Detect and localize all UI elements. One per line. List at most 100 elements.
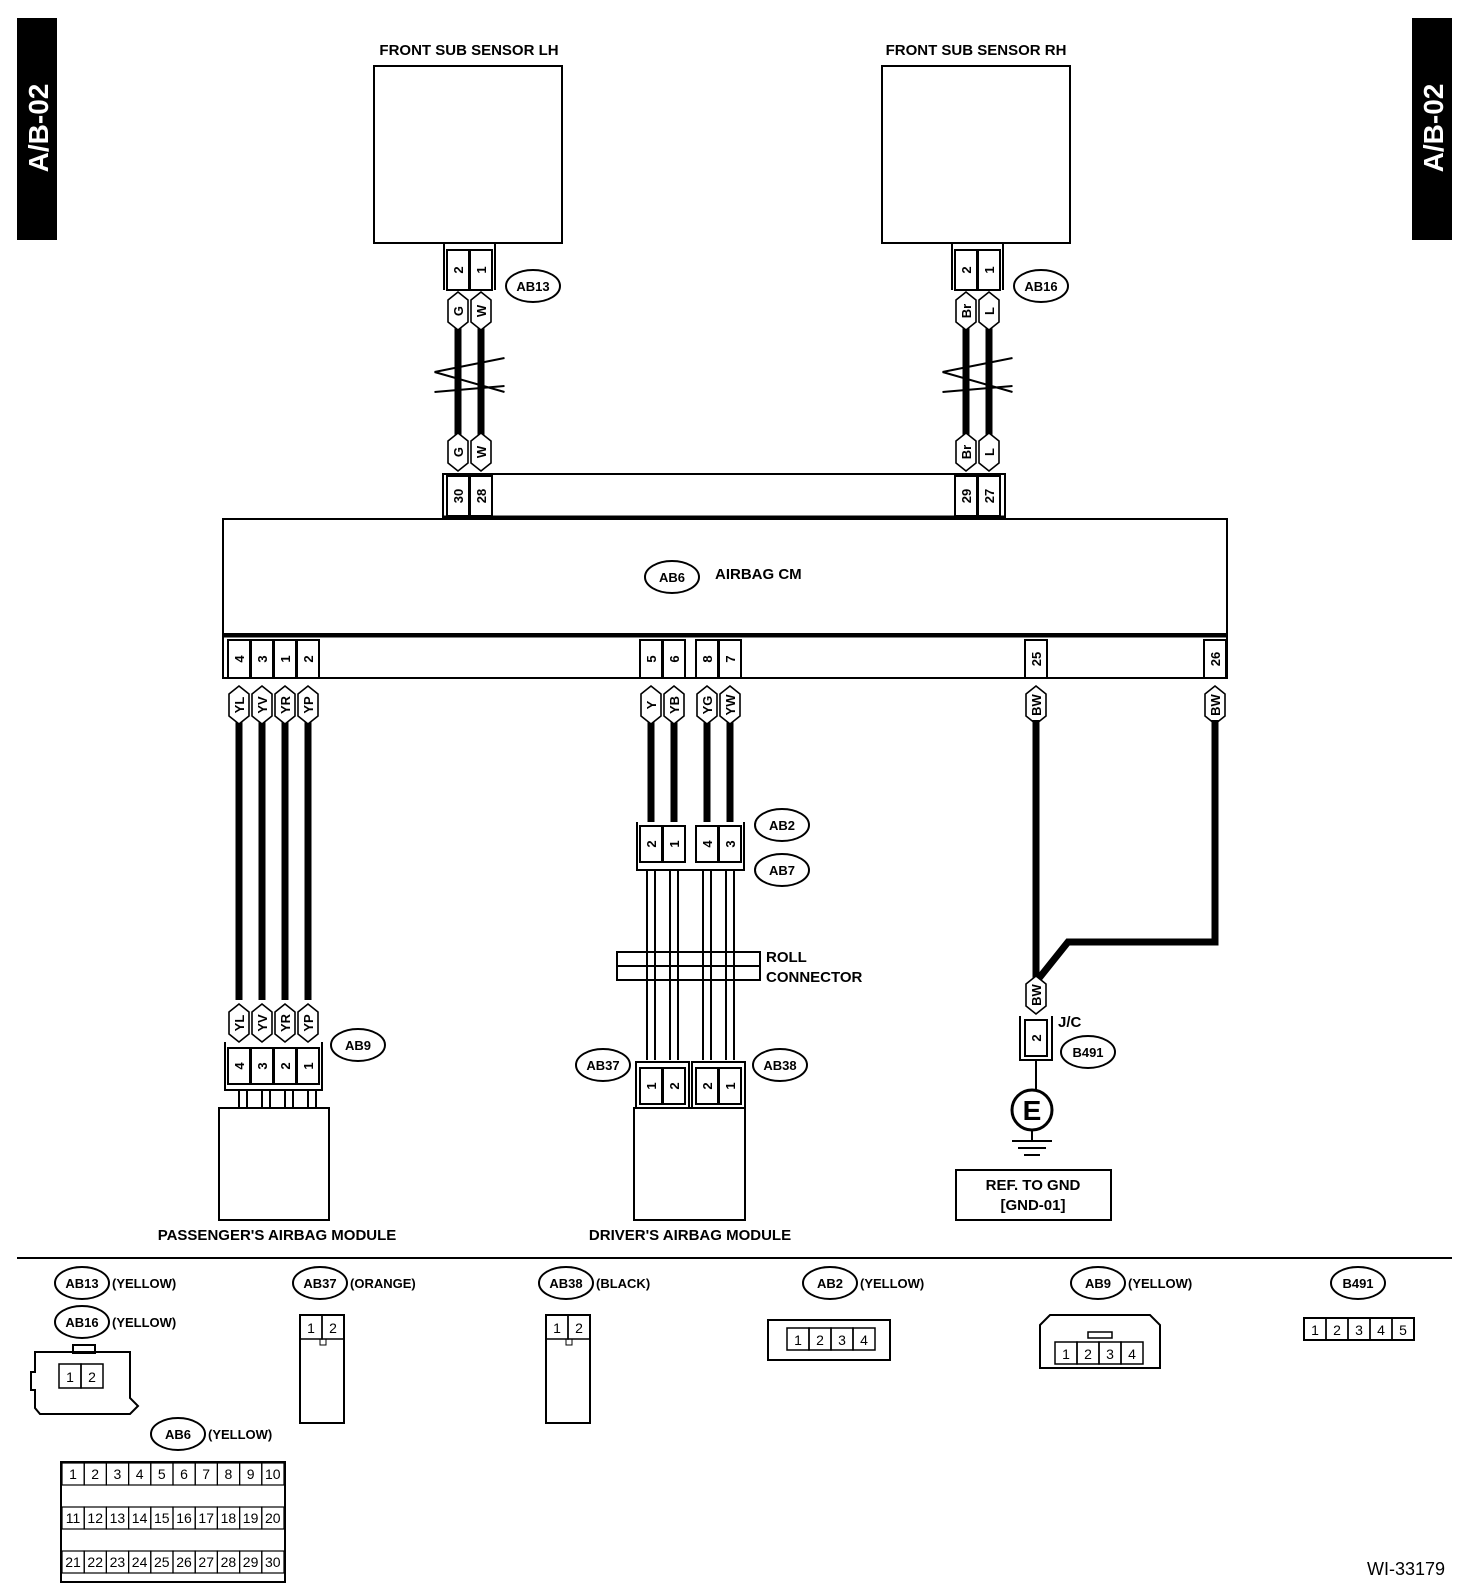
rh-twist-symbol [942, 357, 1013, 393]
drv-ab2-pin-1 [662, 825, 686, 863]
legend-ab38-oval-label: AB38 [549, 1276, 582, 1291]
lh-sensor-pin-1-label: 1 [474, 266, 489, 273]
legend-ab2-pin-label-2: 3 [838, 1332, 846, 1348]
ab37-callout [575, 1048, 631, 1082]
legend-ab16-color: (YELLOW) [112, 1315, 176, 1330]
legend-ab6-pin-label-row2-7: 18 [221, 1510, 237, 1526]
legend-ab6-pin-label-row2-8: 19 [243, 1510, 259, 1526]
rh-connector-callout-label: AB16 [1024, 279, 1057, 294]
legend-ab13-key [72, 1344, 96, 1354]
legend-ab9-oval-label: AB9 [1085, 1276, 1111, 1291]
lh-wire-tag-bottom-0 [447, 431, 469, 473]
lh-connector-callout [505, 269, 561, 303]
pass-wire-tag-bottom-3 [297, 1002, 319, 1044]
pass-wire-tag-top-2 [274, 684, 296, 726]
page-tab-left: A/B-02 [17, 18, 57, 240]
legend-ab9-key [1087, 1331, 1113, 1339]
ref-to-gnd-label-1: REF. TO GND [986, 1177, 1081, 1194]
lh-cm-pin-1 [469, 475, 493, 517]
lh-sensor-pin-1 [469, 249, 493, 291]
legend-ab2-oval-label: AB2 [817, 1276, 843, 1291]
gnd-cm-pin-1 [1203, 639, 1227, 679]
lh-wire-tag-top-0 [447, 290, 469, 332]
front-sub-sensor-rh-label: FRONT SUB SENSOR RH [886, 42, 1067, 59]
legend-ab2-color: (YELLOW) [860, 1276, 924, 1291]
lh-twist-symbol [434, 357, 505, 393]
legend-ab38-pin-label-0: 1 [553, 1320, 561, 1336]
pass-wire-tag-bottom-0-label: YL [232, 1015, 247, 1032]
lh-connector-callout-label: AB13 [516, 279, 549, 294]
legend-ab37-pin-label-0: 1 [307, 1320, 315, 1336]
figure-id: WI-33179 [1367, 1559, 1445, 1579]
ab38-callout [752, 1048, 808, 1082]
legend-ab6-pin-row2-9 [261, 1506, 285, 1530]
ab2-callout-label: AB2 [769, 818, 795, 833]
drv-wire-tag-3-label: YW [723, 694, 738, 716]
lh-wire-tag-bottom-0-label: G [451, 447, 466, 457]
drv-cm-pin-0-label: 5 [644, 655, 659, 662]
pass-ab9-pin-2-label: 2 [278, 1062, 293, 1069]
legend-ab13-pin-1 [80, 1363, 104, 1389]
legend-ab6-pin-label-row2-5: 16 [176, 1510, 192, 1526]
drv-wire-tag-0-label: Y [644, 700, 659, 709]
ab9-callout-label: AB9 [345, 1038, 371, 1053]
drv-wire-tag-0 [640, 684, 662, 726]
legend-ab6-color: (YELLOW) [208, 1427, 272, 1442]
legend-ab2-pin-3 [852, 1327, 876, 1351]
legend-ab9-pin-label-1: 2 [1084, 1346, 1092, 1362]
legend-ab6-pin-label-row3-0: 21 [65, 1554, 81, 1570]
rh-sensor-connector-frame [951, 244, 1004, 290]
ab37-connector-frame [635, 1061, 690, 1109]
legend-ab6-pin-label-row3-5: 26 [176, 1554, 192, 1570]
drv-cm-pin-3 [718, 639, 742, 679]
legend-ab6-pin-label-row1-0: 1 [69, 1466, 77, 1482]
passenger-airbag-module-label: PASSENGER'S AIRBAG MODULE [158, 1227, 397, 1244]
drv-cm-pin-1-label: 6 [667, 655, 682, 662]
legend-ab2-pin-label-0: 1 [794, 1332, 802, 1348]
passenger-airbag-module [218, 1107, 330, 1221]
legend-ab6-pin-label-row2-9: 20 [265, 1510, 281, 1526]
legend-ab6-pin-label-row1-5: 6 [180, 1466, 188, 1482]
legend-ab2-oval [802, 1266, 858, 1300]
driver-airbag-module [633, 1107, 746, 1221]
lh-cm-pin-1-label: 28 [474, 489, 489, 503]
lh-wire-tag-bottom-1 [470, 431, 492, 473]
rh-connector-callout [1013, 269, 1069, 303]
legend-b491-oval [1330, 1266, 1386, 1300]
drv-ab2-pin-3-label: 3 [723, 840, 738, 847]
drv-ab2-pin-3 [718, 825, 742, 863]
ab2-callout [754, 808, 810, 842]
legend-ab6-pin-label-row2-4: 15 [154, 1510, 170, 1526]
airbag-cm-label: AIRBAG CM [715, 566, 802, 583]
pass-wire-tag-top-0-label: YL [232, 697, 247, 714]
drv-ab2-pin-2-label: 4 [700, 840, 715, 848]
legend-ab6-pin-label-row3-3: 24 [132, 1554, 148, 1570]
b491-pin-label: 2 [1029, 1034, 1044, 1041]
b491-callout [1060, 1035, 1116, 1069]
rh-wire-tag-bottom-0-label: Br [959, 445, 974, 459]
legend-ab38-key [565, 1338, 573, 1346]
legend-b491-pin-label-0: 1 [1311, 1322, 1319, 1338]
legend-ab9-pin-label-3: 4 [1128, 1346, 1136, 1362]
lh-wire-tag-top-0-label: G [451, 306, 466, 316]
legend-ab6-pin-row1-9 [261, 1462, 285, 1486]
ab38-callout-label: AB38 [763, 1058, 796, 1073]
legend-ab37-pin-label-1: 2 [329, 1320, 337, 1336]
legend-ab37-pin-1 [321, 1314, 345, 1340]
rh-sensor-pin-1-label: 1 [982, 266, 997, 273]
ab9-callout [330, 1028, 386, 1062]
pass-ab9-pin-3 [296, 1047, 320, 1085]
pass-cm-pin-3 [296, 639, 320, 679]
b491-pin [1024, 1019, 1048, 1057]
driver-airbag-module-label: DRIVER'S AIRBAG MODULE [589, 1227, 791, 1244]
legend-b491-pin-label-2: 3 [1355, 1322, 1363, 1338]
pass-wire-tag-top-1 [251, 684, 273, 726]
rh-wire-tag-bottom-1-label: L [982, 448, 997, 456]
front-sub-sensor-rh [881, 65, 1071, 244]
legend-ab2-pin-label-1: 2 [816, 1332, 824, 1348]
drv-cm-pin-3-label: 7 [723, 655, 738, 662]
legend-ab6-pin-label-row1-2: 3 [114, 1466, 122, 1482]
legend-ab6-pin-label-row3-7: 28 [221, 1554, 237, 1570]
ref-to-gnd-label-2: [GND-01] [1000, 1197, 1065, 1214]
rh-wire-tag-top-0-label: Br [959, 304, 974, 318]
